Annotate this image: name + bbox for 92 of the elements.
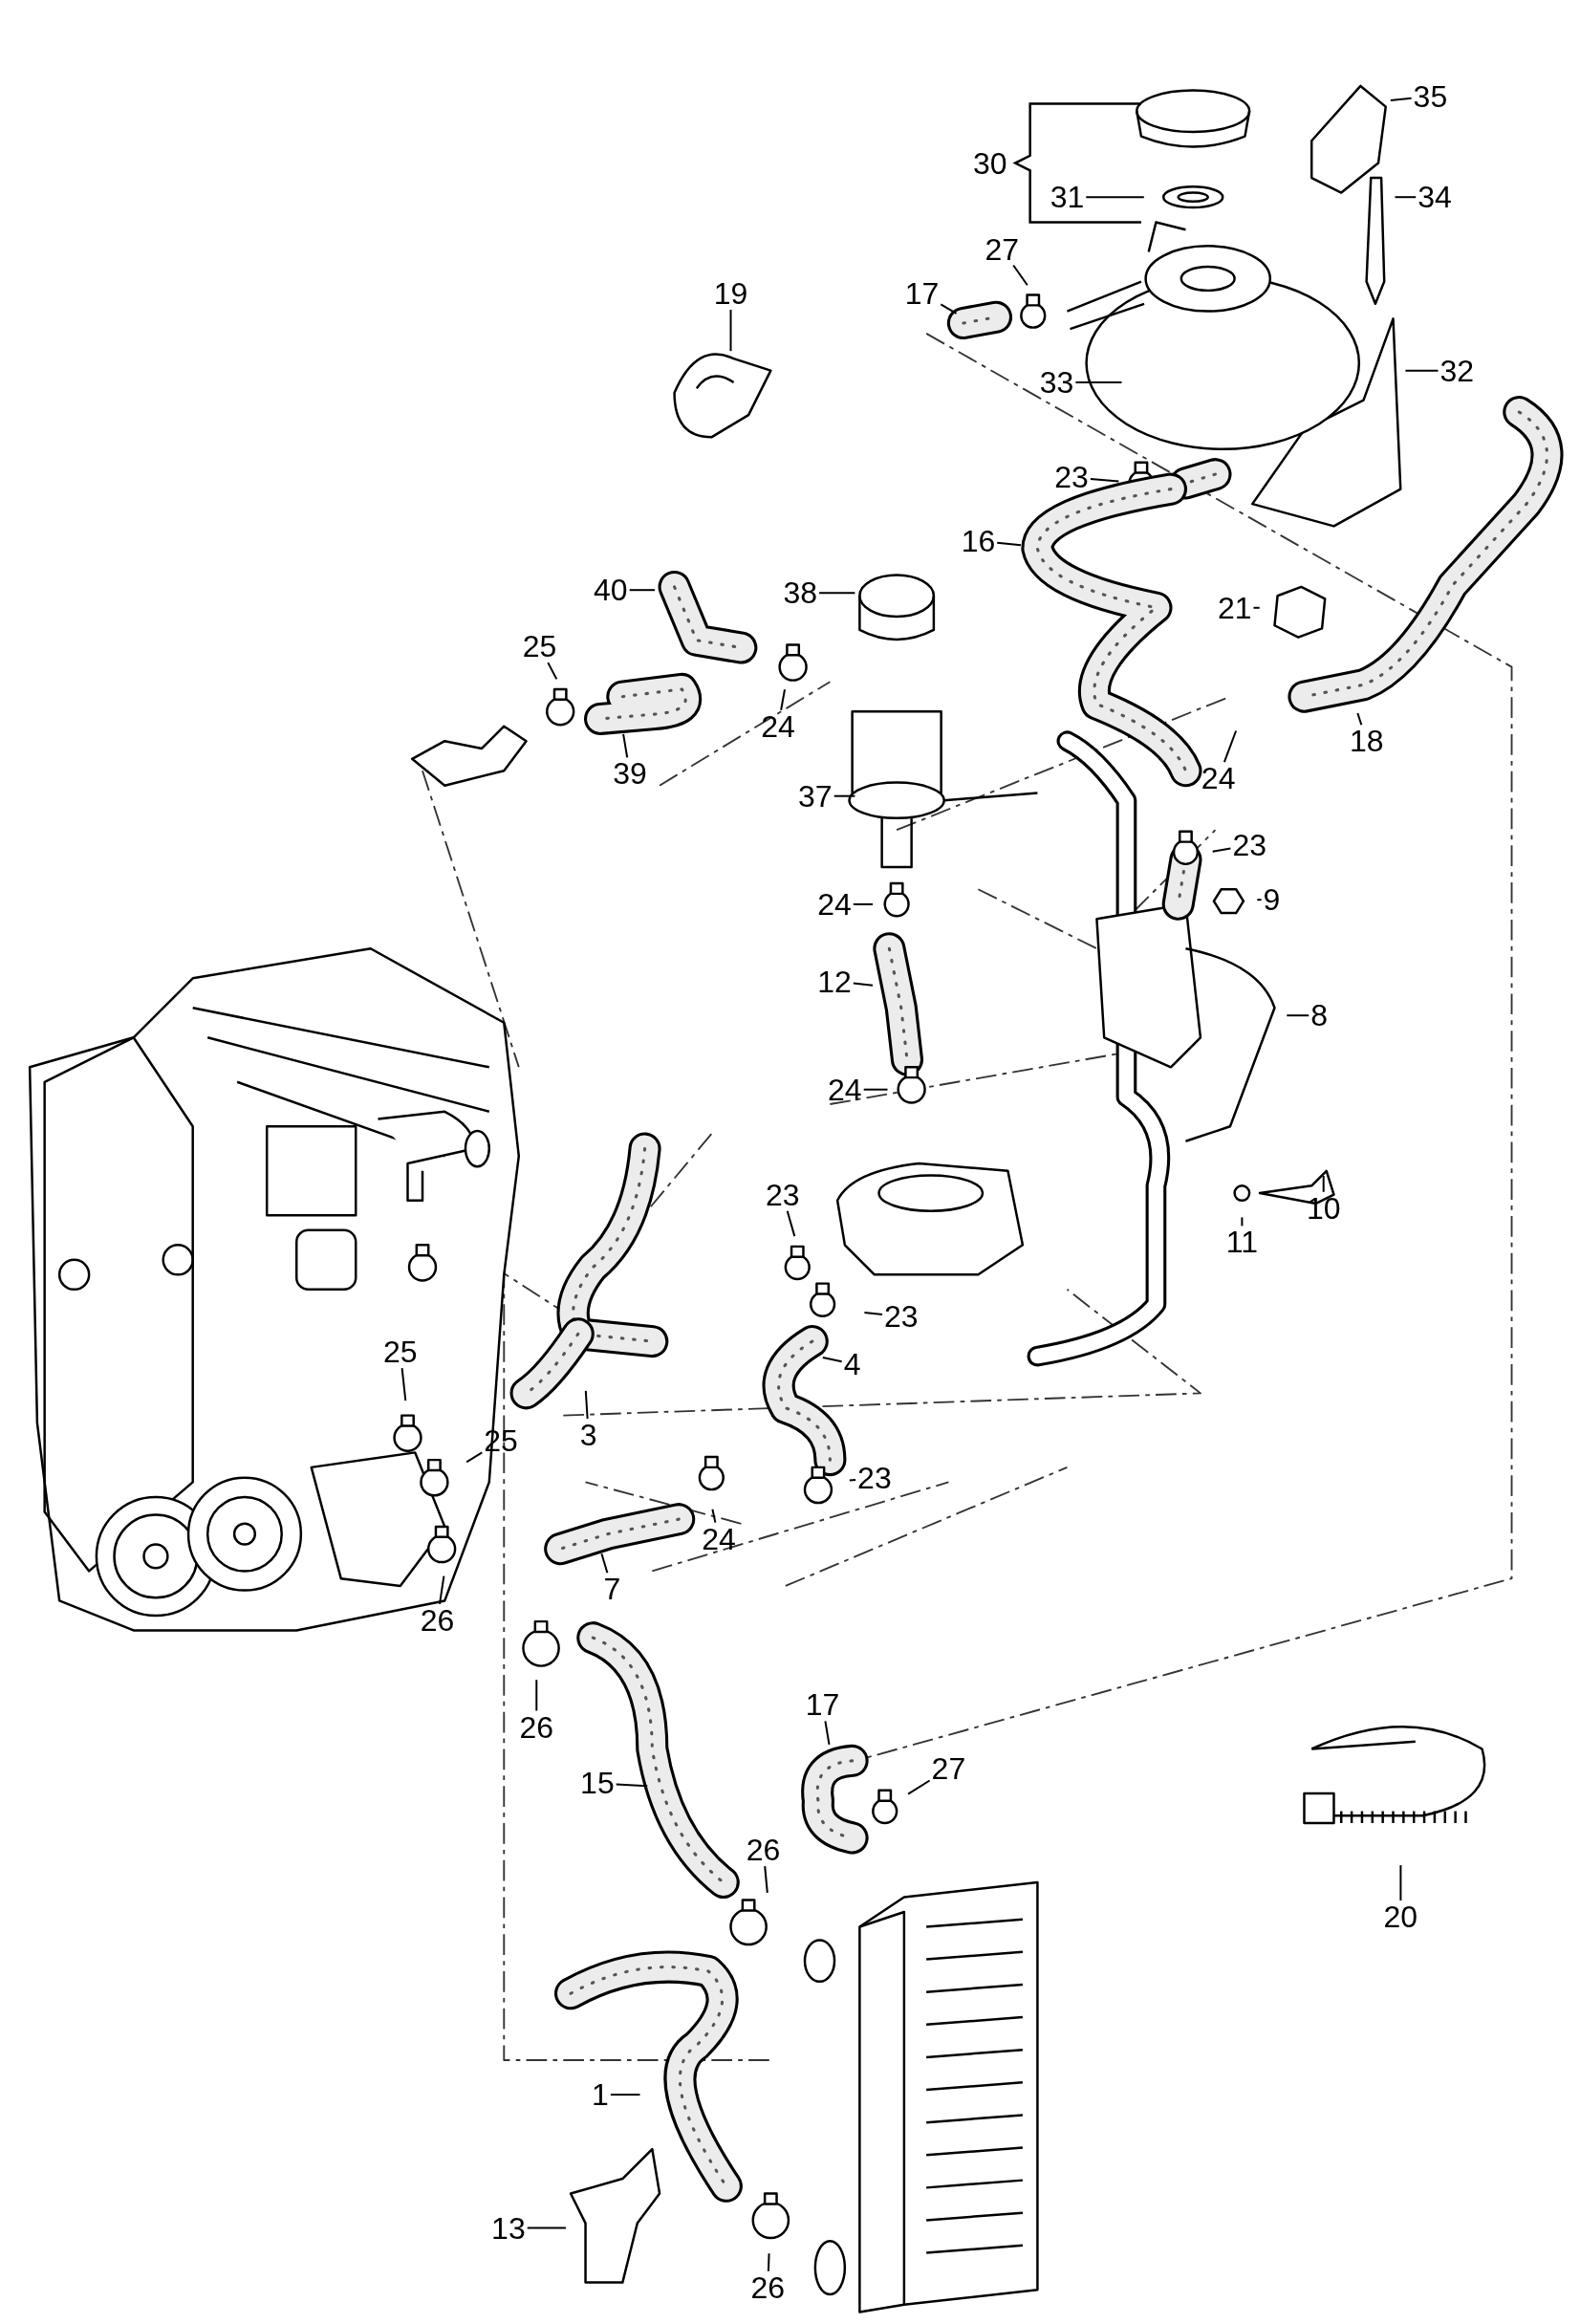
leader-line <box>996 541 1023 547</box>
leader-line <box>1404 369 1439 372</box>
callout-number: 13 <box>489 2211 528 2245</box>
leader-line <box>818 592 856 595</box>
callout-number: 11 <box>1223 1226 1261 1259</box>
leader-line <box>711 1508 717 1524</box>
leader-line <box>400 1367 407 1402</box>
leader-line <box>439 1575 445 1605</box>
leader-line <box>1286 1014 1310 1017</box>
callout-number: 24 <box>826 1073 864 1106</box>
callout-number: 20 <box>1381 1900 1420 1933</box>
leader-line <box>863 1311 883 1315</box>
leader-line <box>862 1088 889 1091</box>
callout-number: 27 <box>929 1751 968 1785</box>
leader-line <box>609 2094 641 2096</box>
leader-line <box>1089 478 1120 483</box>
callout-number: 9 <box>1261 883 1283 917</box>
callout-number: 25 <box>520 630 559 663</box>
leader-line <box>907 1779 931 1795</box>
leader-line <box>1085 196 1145 199</box>
leader-line <box>465 1451 484 1464</box>
callout-number: 24 <box>1199 762 1238 795</box>
leader-line <box>1211 847 1232 853</box>
callout-number: 33 <box>1037 366 1076 400</box>
callout-number: 16 <box>959 525 998 557</box>
leader-line <box>786 1209 796 1238</box>
callout-number: 8 <box>1309 999 1330 1032</box>
leader-line <box>535 1679 538 1712</box>
callout-number: 34 <box>1416 181 1454 214</box>
leader-line <box>852 902 874 905</box>
leader-line <box>622 732 629 759</box>
callout-number: 32 <box>1438 354 1477 387</box>
leader-line <box>824 1720 831 1746</box>
leader-line <box>547 662 558 681</box>
leader-line <box>729 309 732 353</box>
callout-number: 31 <box>1048 181 1087 214</box>
callout-number: 26 <box>748 2270 788 2304</box>
leader-line <box>1394 196 1418 199</box>
callout-number: 26 <box>517 1710 556 1744</box>
callout-number: 23 <box>763 1178 802 1211</box>
callout-number: 15 <box>578 1767 617 1800</box>
leader-line <box>1256 899 1263 901</box>
leader-line <box>628 589 656 592</box>
leader-line <box>1074 381 1123 384</box>
callout-number: 12 <box>815 965 854 998</box>
callout-number: 18 <box>1347 725 1386 758</box>
callout-number: 23 <box>1230 828 1268 861</box>
leader-line <box>1399 1864 1402 1901</box>
callout-number: 30 <box>972 146 1008 180</box>
callout-number: 27 <box>983 232 1022 266</box>
callout-number: 21 <box>1215 591 1254 624</box>
leader-line <box>852 982 874 987</box>
leader-line <box>940 303 958 315</box>
callout-number: 26 <box>418 1603 457 1637</box>
callout-number: 24 <box>759 709 797 743</box>
callout-number: 25 <box>380 1336 420 1369</box>
leader-line <box>780 688 786 711</box>
leader-line <box>1356 712 1363 727</box>
leader-line <box>764 1865 768 1894</box>
callout-number: 17 <box>803 1688 842 1722</box>
callout-number: 23 <box>1052 461 1091 494</box>
callout-number: 39 <box>611 757 649 791</box>
callout-number: 4 <box>841 1347 863 1380</box>
callout-number: 35 <box>1411 79 1450 113</box>
callout-number: 24 <box>815 887 854 921</box>
leader-line <box>848 1479 857 1482</box>
callout-number: 7 <box>601 1573 623 1606</box>
callout-number: 10 <box>1304 1191 1343 1225</box>
leader-line <box>1012 264 1028 287</box>
callout-number: 19 <box>711 277 750 310</box>
callout-number: 24 <box>700 1522 738 1555</box>
callout-number: 1 <box>590 2078 611 2112</box>
leader-line <box>1252 606 1261 609</box>
leader-line <box>1223 729 1238 764</box>
callout-number: 37 <box>796 779 834 813</box>
callout-number: 3 <box>577 1419 599 1452</box>
leader-line <box>821 1356 843 1363</box>
callout-number: 23 <box>882 1299 920 1333</box>
leader-line <box>1241 1216 1244 1227</box>
leader-line <box>1322 1175 1325 1193</box>
leader-line <box>833 794 856 797</box>
leader-line <box>600 1553 609 1575</box>
leader-line <box>526 2226 567 2229</box>
callout-number: 40 <box>592 574 630 607</box>
leader-line <box>1389 97 1413 101</box>
callout-number: 38 <box>781 576 820 610</box>
callout-number: 17 <box>902 277 942 310</box>
leader-line <box>584 1389 589 1420</box>
leader-line <box>615 1783 649 1788</box>
callout-number: 23 <box>855 1462 894 1494</box>
callout-number: 26 <box>744 1834 783 1867</box>
leader-line <box>767 2252 770 2272</box>
